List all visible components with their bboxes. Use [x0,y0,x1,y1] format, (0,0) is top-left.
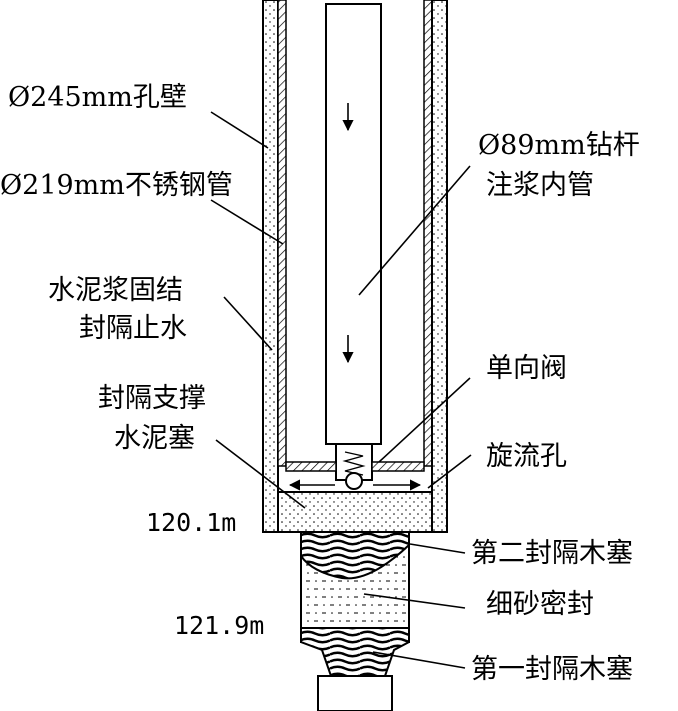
label-sand-seal: 细砂密封 [486,589,594,620]
left-cement-band [262,0,279,533]
label-drill-rod-line2: 注浆内管 [486,170,594,201]
leader-second-plug [409,543,466,554]
right-cement-band [431,0,448,533]
leader-swirl-hole [427,454,472,489]
leader-steel-pipe [210,199,284,245]
cement-support-plug [277,491,433,533]
label-cement-seal-line2: 封隔止水 [79,313,187,344]
label-cement-seal-line1: 水泥浆固结 [48,275,183,306]
bottom-stub [317,675,393,711]
second-wood-plug [300,531,410,580]
label-first-plug: 第一封隔木塞 [471,654,633,685]
valve-ball [345,472,363,490]
leader-bore-wall [210,111,269,149]
label-bore-wall: Ø245mm孔壁 [8,82,187,113]
left-plate [285,461,337,472]
first-wood-plug [300,627,410,677]
label-check-valve: 单向阀 [486,353,567,384]
left-steel-pipe-wall [277,0,287,467]
label-swirl-hole: 旋流孔 [486,441,567,472]
right-steel-pipe-wall [423,0,433,467]
label-depth-1: 120.1m [146,508,236,537]
valve-spring [342,451,366,476]
label-support-plug-line1: 封隔支撑 [98,383,206,414]
leader-cement-seal [223,296,273,351]
leader-support-plug [215,439,306,509]
leader-check-valve [378,377,471,463]
label-second-plug: 第二封隔木塞 [471,538,633,569]
label-depth-2: 121.9m [174,611,264,640]
label-steel-pipe: Ø219mm不锈钢管 [0,170,233,201]
label-support-plug-line2: 水泥塞 [114,423,195,454]
label-drill-rod-line1: Ø89mm钻杆 [478,130,640,161]
right-plate [371,461,425,472]
leader-drill-rod [358,165,471,296]
leader-sand-seal [363,593,466,609]
drill-rod [325,3,382,445]
leader-first-plug [372,651,466,669]
